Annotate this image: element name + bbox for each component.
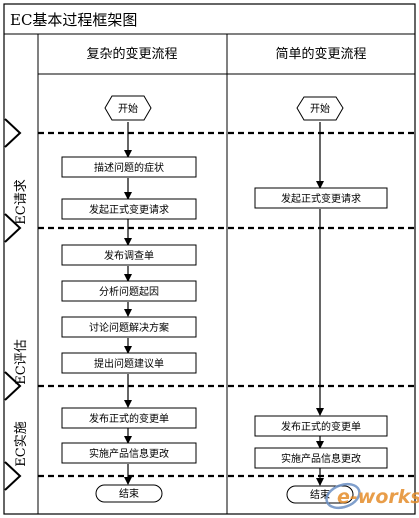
simple-end-label: 结束 [310, 488, 330, 501]
watermark-swirl-icon [325, 482, 361, 510]
e-works-watermark: e-works [325, 482, 419, 510]
complex-step-propose-suggestion [61, 352, 197, 374]
complex-step-describe-symptom [61, 156, 197, 178]
simple-start-node [296, 96, 344, 121]
complex-step-raise-request [61, 198, 197, 220]
complex-end-node [95, 484, 163, 503]
complex-step-label: 实施产品信息更改 [89, 447, 169, 460]
complex-step-label: 发布正式的变更单 [89, 412, 169, 425]
complex-step-label: 讨论问题解决方案 [89, 321, 169, 334]
complex-step-label: 发起正式变更请求 [89, 203, 169, 216]
column-header-simple: 简单的变更流程 [275, 46, 366, 62]
complex-end-label: 结束 [119, 487, 139, 500]
complex-step-analyze-cause [61, 280, 197, 302]
column-header-complex: 复杂的变更流程 [86, 46, 177, 62]
phase-chevron-request [4, 118, 22, 148]
complex-start-node [104, 95, 152, 121]
simple-end-node [286, 485, 354, 504]
simple-step-implement-change [254, 447, 388, 469]
complex-step-implement-change [61, 442, 197, 464]
phase-label-evaluate: EC评估 [14, 339, 29, 384]
diagram-title: EC基本过程框架图 [10, 11, 137, 29]
complex-step-label: 提出问题建议单 [94, 357, 164, 370]
complex-step-publish-change-order [61, 407, 197, 429]
simple-step-label: 实施产品信息更改 [281, 452, 361, 465]
complex-step-publish-survey [61, 244, 197, 266]
watermark-text: e-works [337, 486, 419, 508]
complex-step-label: 分析问题起因 [99, 285, 159, 298]
simple-step-label: 发起正式变更请求 [281, 192, 361, 205]
complex-step-discuss-solution [61, 316, 197, 338]
complex-start-label: 开始 [118, 102, 138, 115]
simple-step-publish-change-order [254, 415, 388, 437]
simple-start-label: 开始 [310, 102, 330, 115]
phase-label-request: EC请求 [14, 179, 29, 224]
phase-label-implement: EC实施 [14, 421, 29, 466]
phase-chevron-end [4, 461, 22, 491]
complex-step-label: 发布调查单 [104, 249, 154, 262]
complex-step-label: 描述问题的症状 [94, 161, 164, 174]
phase-chevron-implement [4, 371, 22, 401]
simple-step-label: 发布正式的变更单 [281, 420, 361, 433]
simple-step-raise-request [254, 187, 388, 209]
phase-chevron-evaluate [4, 213, 22, 243]
